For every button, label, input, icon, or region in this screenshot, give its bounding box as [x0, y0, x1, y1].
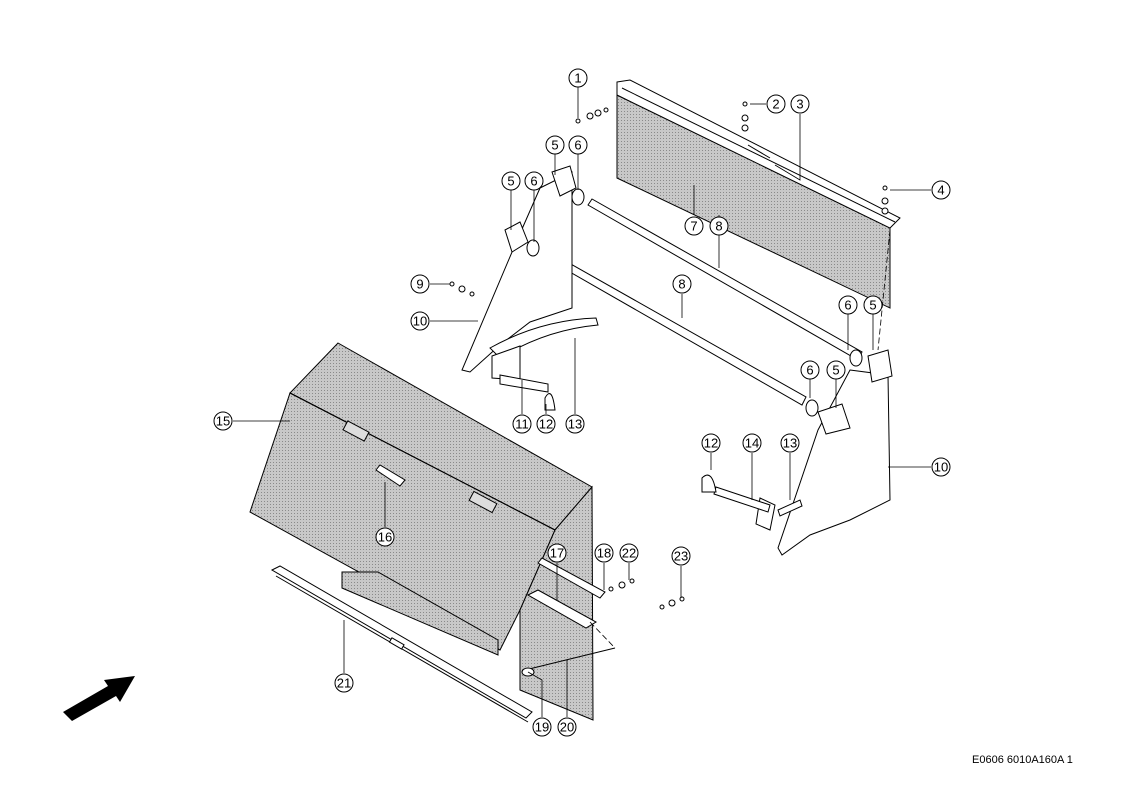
- callout-5a: 5: [545, 135, 565, 155]
- callout-10b: 10: [931, 457, 951, 477]
- callout-13a: 13: [565, 414, 585, 434]
- svg-text:10: 10: [413, 314, 427, 329]
- lower-flap: [341, 571, 499, 656]
- callout-10a: 10: [410, 311, 430, 331]
- direction-arrow-icon: [63, 676, 135, 721]
- bracket-right-upper: [849, 349, 893, 383]
- callout-11: 11: [512, 414, 532, 434]
- svg-text:6: 6: [806, 363, 813, 378]
- callout-14: 14: [742, 433, 762, 453]
- svg-text:12: 12: [704, 436, 718, 451]
- bracket-left-upper: [551, 165, 585, 206]
- svg-text:4: 4: [937, 183, 944, 198]
- callout-21: 21: [334, 673, 354, 693]
- svg-text:14: 14: [745, 436, 759, 451]
- callout-6a: 6: [568, 135, 588, 155]
- callout-3: 3: [790, 94, 810, 114]
- drawing-id-label: E0606 6010A160A 1: [972, 754, 1073, 766]
- callout-5d: 5: [826, 360, 846, 380]
- svg-text:1: 1: [574, 71, 581, 86]
- svg-text:6: 6: [530, 174, 537, 189]
- svg-text:11: 11: [515, 417, 529, 432]
- bottom-rail: [270, 565, 533, 723]
- front-cover-hood: [249, 342, 594, 721]
- callout-6b: 6: [524, 171, 544, 191]
- callout-8b: 8: [672, 274, 692, 294]
- callout-16: 16: [375, 527, 395, 547]
- svg-text:5: 5: [551, 138, 558, 153]
- svg-text:8: 8: [715, 219, 722, 234]
- callout-12a: 12: [536, 414, 556, 434]
- callout-23: 23: [671, 546, 691, 566]
- svg-text:7: 7: [690, 219, 697, 234]
- side-frame-left: [461, 171, 599, 411]
- svg-text:21: 21: [337, 676, 351, 691]
- callout-5b: 5: [501, 171, 521, 191]
- svg-text:5: 5: [869, 298, 876, 313]
- top-channel-rail: [616, 79, 901, 229]
- svg-text:2: 2: [772, 97, 779, 112]
- side-frame-right: [701, 369, 891, 556]
- svg-text:15: 15: [216, 414, 230, 429]
- svg-text:23: 23: [674, 549, 688, 564]
- handle: [375, 464, 406, 487]
- svg-text:10: 10: [934, 460, 948, 475]
- callout-1: 1: [568, 68, 588, 88]
- svg-text:17: 17: [550, 546, 564, 561]
- callout-13b: 13: [780, 433, 800, 453]
- callout-15: 15: [213, 411, 233, 431]
- callout-22: 22: [619, 543, 639, 563]
- svg-text:22: 22: [622, 546, 636, 561]
- callout-19: 19: [532, 717, 552, 737]
- shaft-upper: [587, 198, 863, 361]
- callout-18: 18: [594, 543, 614, 563]
- callout-9: 9: [410, 274, 430, 294]
- svg-text:6: 6: [844, 298, 851, 313]
- callout-12b: 12: [701, 433, 721, 453]
- callout-6c: 6: [838, 295, 858, 315]
- svg-text:5: 5: [507, 174, 514, 189]
- callout-5c: 5: [863, 295, 883, 315]
- leader-lines: [233, 87, 931, 717]
- bracket-right-lower: [805, 399, 851, 435]
- svg-text:20: 20: [560, 720, 574, 735]
- svg-text:9: 9: [416, 277, 423, 292]
- svg-text:19: 19: [535, 720, 549, 735]
- svg-text:6: 6: [574, 138, 581, 153]
- guide-rail-17: [526, 589, 598, 629]
- callout-7: 7: [684, 216, 704, 236]
- svg-text:12: 12: [539, 417, 553, 432]
- svg-text:8: 8: [678, 277, 685, 292]
- callout-20: 20: [557, 717, 577, 737]
- callout-2: 2: [766, 94, 786, 114]
- svg-text:13: 13: [568, 417, 582, 432]
- svg-text:18: 18: [597, 546, 611, 561]
- svg-text:16: 16: [378, 530, 392, 545]
- callout-4: 4: [931, 180, 951, 200]
- assembly-center-lines: [589, 229, 891, 649]
- svg-text:13: 13: [783, 436, 797, 451]
- callout-17: 17: [547, 543, 567, 563]
- svg-text:5: 5: [832, 363, 839, 378]
- rod-18: [537, 557, 606, 599]
- callout-8a: 8: [709, 216, 729, 236]
- callout-6d: 6: [800, 360, 820, 380]
- svg-text:3: 3: [796, 97, 803, 112]
